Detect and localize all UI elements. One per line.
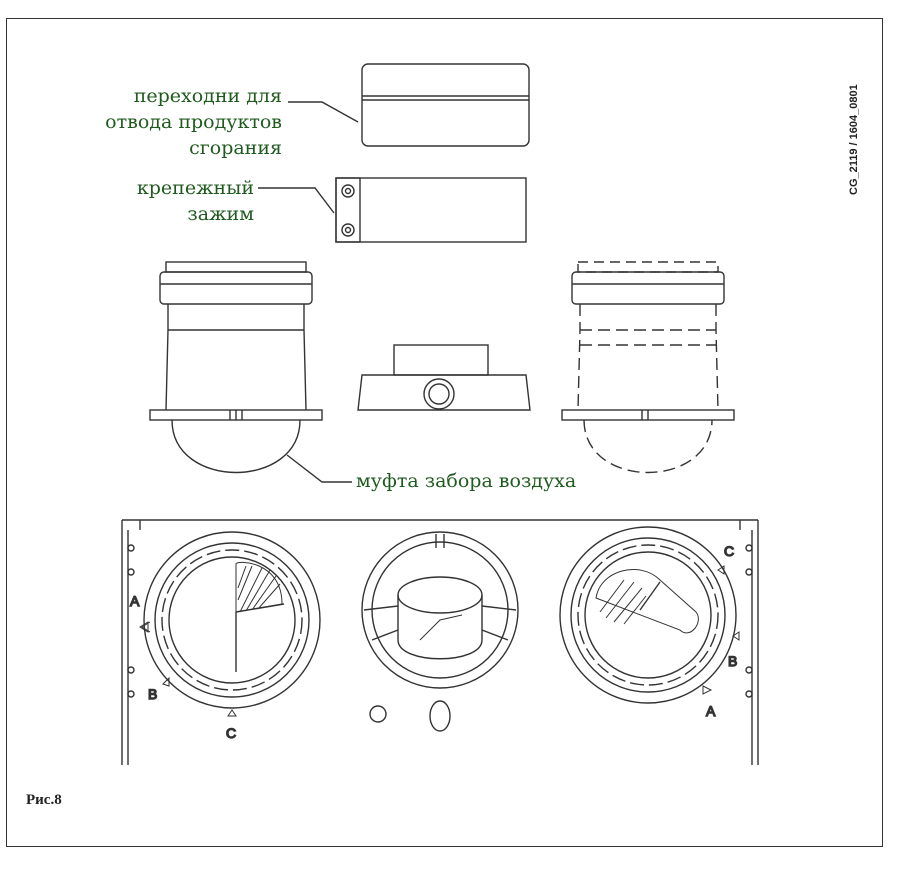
left-c-marker-icon xyxy=(227,709,237,717)
figure-frame xyxy=(6,18,883,847)
air-coupling-front-view xyxy=(149,261,323,474)
left-a-label: A xyxy=(130,593,140,609)
coupling-leader-line xyxy=(286,454,352,483)
center-flue-port xyxy=(361,531,519,732)
flue-leader-line xyxy=(288,101,359,123)
boiler-top-panel xyxy=(121,519,759,765)
left-b-marker-icon xyxy=(162,676,170,687)
right-air-port xyxy=(559,526,737,704)
right-b-marker-icon xyxy=(732,631,740,641)
right-c-label: C xyxy=(724,543,734,559)
left-air-port xyxy=(143,531,321,709)
right-a-label: A xyxy=(706,703,716,719)
right-a-marker-icon xyxy=(702,685,713,695)
clamp-label: крепежный зажим xyxy=(136,177,254,225)
flue-adapters-label: переходни для отвода продуктов сгорания xyxy=(105,85,282,159)
air-coupling-top-view xyxy=(357,344,531,411)
air-coupling-hidden-view xyxy=(561,261,735,474)
flue-adapter-drawing xyxy=(361,63,530,147)
figure-label: Рис.8 xyxy=(26,792,62,808)
clamp-leader-line xyxy=(258,187,335,214)
right-c-marker-icon xyxy=(717,565,725,575)
left-c-label: C xyxy=(226,725,236,741)
left-a-marker-icon xyxy=(139,621,151,633)
clamp-drawing xyxy=(335,177,527,243)
drawing-code: CG_2119 / 1604_0801 xyxy=(848,84,860,195)
left-b-label: B xyxy=(148,686,157,702)
air-coupling-label: муфта забора воздуха xyxy=(356,470,577,492)
right-b-label: B xyxy=(728,653,737,669)
